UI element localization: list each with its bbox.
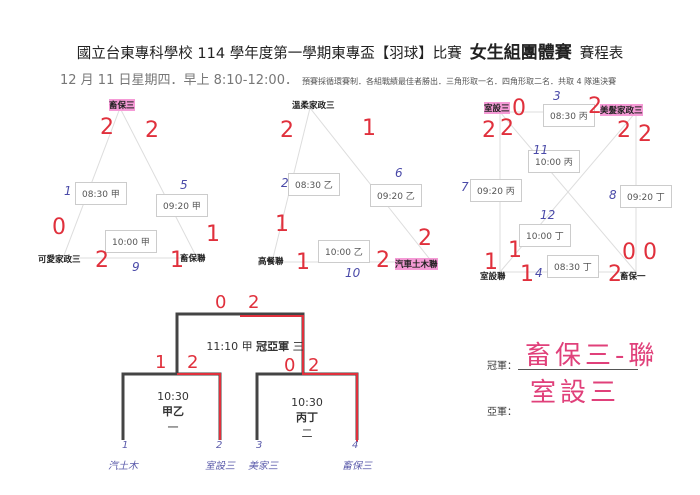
order-note: 2 <box>281 176 289 190</box>
score: 2 <box>100 115 114 140</box>
score: 2 <box>280 118 294 143</box>
score: 2 <box>638 122 652 147</box>
match-box: 09:20 丙 <box>470 179 522 202</box>
semi2-info: 10:30 丙丁二 <box>282 396 332 441</box>
match-box: 09:20 乙 <box>370 184 422 207</box>
date-time: 12 月 11 日星期四．早上 8:10-12:00． <box>60 73 298 88</box>
team-b2: 高餐聯 <box>258 257 284 267</box>
seed: 1 <box>122 440 129 451</box>
match-box: 09:20 丁 <box>620 185 672 208</box>
match-box: 08:30 丙 <box>543 104 595 127</box>
title-text: 國立台東專科學校 114 學年度第一學期東專盃【羽球】比賽 <box>76 46 462 62</box>
order-note: 6 <box>395 166 403 180</box>
score: 0 <box>622 240 636 265</box>
semi1-info: 10:30 甲乙一 <box>148 390 198 435</box>
team-c2: 美髮家政三 <box>600 104 643 116</box>
order-note: 8 <box>609 188 617 202</box>
order-note: 9 <box>132 260 140 274</box>
entrant: 室設三 <box>205 461 235 472</box>
champion-label: 冠軍： <box>487 361 517 372</box>
runner-up-label: 亞軍： <box>487 407 517 418</box>
score: 1 <box>296 250 310 275</box>
semi1-time: 10:30 <box>157 390 189 403</box>
title-suffix: 賽程表 <box>579 46 624 62</box>
seed: 3 <box>256 440 263 451</box>
runner-up-name: 室設三 <box>530 378 621 408</box>
order-note: 11 <box>533 143 549 157</box>
match-box: 10:00 丁 <box>519 224 571 247</box>
rules-text: 預賽採循環賽制．各組戰績最佳者勝出．三角形取一名．四角形取二名．共取 4 隊進決… <box>301 77 617 86</box>
team-a2: 可愛家政三 <box>38 255 81 265</box>
score: 0 <box>512 96 526 121</box>
score: 0 <box>52 215 66 240</box>
score: 0 <box>284 355 296 376</box>
semi1-label: 甲乙 <box>162 405 184 418</box>
semi1-mark: 一 <box>167 421 179 434</box>
score: 1 <box>484 250 498 275</box>
match-box: 09:20 甲 <box>156 194 208 217</box>
final-info: 11:10 甲 冠亞軍 三 <box>200 338 310 354</box>
score: 1 <box>508 238 522 263</box>
semi2-mark: 二 <box>301 427 313 440</box>
order-note: 1 <box>64 184 72 198</box>
final-time: 11:10 甲 <box>206 340 253 353</box>
match-box: 10:00 乙 <box>318 240 370 263</box>
seed: 2 <box>216 440 223 451</box>
score: 2 <box>418 226 432 251</box>
team-c3: 室設聯 <box>480 272 506 282</box>
score: 2 <box>145 118 159 143</box>
order-note: 5 <box>180 178 188 192</box>
page-title: 國立台東專科學校 114 學年度第一學期東專盃【羽球】比賽女生組團體賽賽程表 <box>0 38 700 63</box>
seed: 4 <box>352 440 359 451</box>
match-box: 08:30 丁 <box>547 255 599 278</box>
score: 1 <box>206 222 220 247</box>
champion-line <box>518 369 638 370</box>
order-note: 4 <box>535 266 543 280</box>
team-c1: 室設三 <box>484 102 510 114</box>
order-note: 3 <box>553 89 561 103</box>
semi2-time: 10:30 <box>291 396 323 409</box>
subtitle: 12 月 11 日星期四．早上 8:10-12:00．預賽採循環賽制．各組戰績最… <box>60 69 616 88</box>
score: 0 <box>215 292 227 313</box>
title-division: 女生組團體賽 <box>469 43 572 63</box>
order-note: 7 <box>461 180 469 194</box>
entrant: 畜保三 <box>342 461 372 472</box>
entrant: 汽土木 <box>108 461 138 472</box>
final-label: 冠亞軍 <box>256 340 290 353</box>
match-box: 10:00 甲 <box>105 230 157 253</box>
team-b3: 汽車土木聯 <box>395 258 438 270</box>
score: 1 <box>275 212 289 237</box>
score: 2 <box>608 262 622 287</box>
score: 2 <box>588 94 602 119</box>
score: 1 <box>362 116 376 141</box>
final-mark: 三 <box>292 340 304 353</box>
team-c4: 畜保一 <box>620 272 646 282</box>
match-box: 08:30 乙 <box>288 173 340 196</box>
score: 2 <box>500 116 514 141</box>
order-note: 12 <box>540 208 556 222</box>
team-b1: 溫柔家政三 <box>292 101 335 111</box>
score: 2 <box>248 292 260 313</box>
score: 1 <box>520 262 534 287</box>
match-box: 10:00 丙 <box>528 150 580 173</box>
score: 0 <box>643 240 657 265</box>
entrant: 美家三 <box>248 461 278 472</box>
match-box: 08:30 甲 <box>75 182 127 205</box>
score: 1 <box>155 352 167 373</box>
semi2-label: 丙丁 <box>296 411 318 424</box>
score: 2 <box>187 352 199 373</box>
team-a1: 畜保三 <box>109 99 135 111</box>
score: 2 <box>95 248 109 273</box>
team-a3: 畜保聯 <box>180 254 206 264</box>
score: 2 <box>376 248 390 273</box>
score: 2 <box>482 118 496 143</box>
score: 1 <box>170 248 184 273</box>
order-note: 10 <box>345 266 361 280</box>
score: 2 <box>617 118 631 143</box>
champion-name: 畜保三-聯 <box>525 341 659 371</box>
score: 2 <box>308 355 320 376</box>
